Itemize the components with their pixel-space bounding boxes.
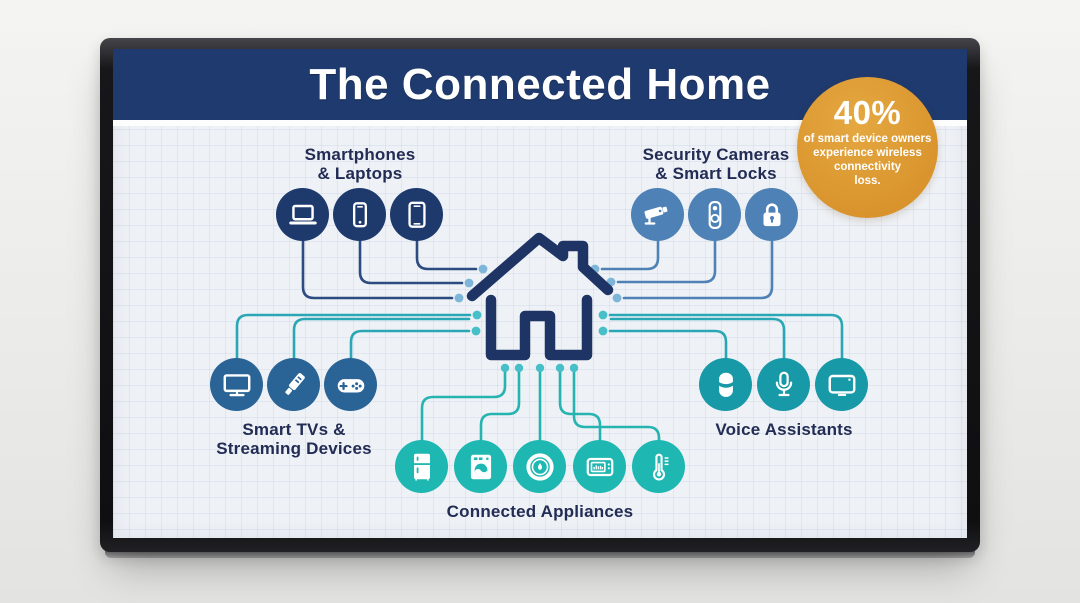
connection-line [600, 213, 660, 271]
stat-badge: 40% of smart device owners experience wi… [797, 77, 938, 218]
security-camera-icon [644, 206, 667, 225]
house-icon [466, 232, 614, 361]
label-line: & Laptops [317, 164, 403, 183]
header-band: The Connected Home [113, 49, 967, 126]
connection-dot [471, 326, 481, 336]
device-smart-speaker [699, 358, 752, 411]
connection-dot [472, 310, 482, 320]
video-doorbell-icon [708, 200, 721, 229]
connection-dot [555, 363, 565, 373]
smartphone-icon [352, 201, 367, 227]
smart-lock-icon [763, 202, 780, 226]
device-smart-thermometer [632, 440, 685, 493]
security-lines [600, 213, 774, 300]
connection-line [349, 329, 471, 387]
smartphone-lines [301, 213, 478, 300]
device-thermostat [513, 440, 566, 493]
device-tablet [390, 188, 443, 241]
connection-line [235, 313, 472, 387]
teal-connection-dots [471, 310, 608, 373]
device-video-doorbell [688, 188, 741, 241]
connection-line [622, 213, 774, 300]
connection-dot [569, 363, 579, 373]
device-game-controller [324, 358, 377, 411]
stat-text-line: of smart device owners [803, 133, 932, 145]
connection-dot [514, 363, 524, 373]
label-line: Voice Assistants [715, 420, 853, 439]
group-label-security: Security Cameras & Smart Locks [606, 145, 826, 183]
device-security-camera [631, 188, 684, 241]
connection-line [616, 213, 717, 284]
stat-text-line: experience wireless [813, 147, 922, 159]
group-label-appliances: Connected Appliances [430, 502, 650, 521]
house-roof [466, 232, 614, 302]
connection-line [420, 366, 507, 456]
stat-value: 40% [833, 94, 902, 131]
connection-lines-layer [235, 213, 844, 456]
smart-thermometer-icon [652, 453, 669, 481]
device-smart-display [815, 358, 868, 411]
label-line: Security Cameras [642, 145, 790, 164]
connection-dot [454, 293, 464, 303]
connection-line [358, 213, 464, 285]
laptop-icon [288, 204, 317, 224]
smart-tv-lines [235, 313, 472, 387]
smart-speaker-icon [718, 372, 733, 397]
appliance-lines [420, 366, 661, 456]
label-line: & Smart Locks [655, 164, 777, 183]
connection-line [609, 317, 786, 387]
connection-dot [598, 310, 608, 320]
device-refrigerator [395, 440, 448, 493]
stat-text-line: loss. [854, 175, 881, 187]
label-line: Connected Appliances [446, 502, 634, 521]
stat-text-line: connectivity [833, 161, 902, 173]
tablet-icon [407, 201, 426, 228]
device-smartphone [333, 188, 386, 241]
page-title: The Connected Home [309, 59, 771, 109]
label-line: Smartphones [304, 145, 416, 164]
connection-line [479, 366, 521, 456]
device-washing-machine [454, 440, 507, 493]
label-line: Streaming Devices [216, 439, 372, 458]
voice-assistant-lines [608, 313, 844, 387]
infographic-screen: The Connected Home [113, 49, 967, 538]
microwave-icon [586, 457, 613, 476]
smart-tv-icon [223, 373, 250, 396]
connection-line [558, 366, 602, 456]
device-streaming-stick [267, 358, 320, 411]
label-line: Smart TVs & [242, 420, 346, 439]
device-microphone [757, 358, 810, 411]
connection-line [292, 317, 471, 387]
tv-frame: The Connected Home [100, 38, 980, 558]
connection-line [608, 329, 728, 387]
device-smart-lock [745, 188, 798, 241]
group-label-voice-assistants: Voice Assistants [674, 420, 894, 439]
connection-dot [535, 363, 545, 373]
connection-line [608, 313, 844, 387]
device-microwave [573, 440, 626, 493]
connection-dot [500, 363, 510, 373]
group-label-smart-tvs: Smart TVs & Streaming Devices [194, 420, 394, 458]
device-laptop [276, 188, 329, 241]
streaming-stick-icon [284, 372, 305, 395]
refrigerator-icon [413, 453, 430, 480]
connection-line [415, 213, 478, 271]
thermostat-icon [525, 452, 554, 481]
house-walls [485, 294, 593, 361]
connection-dot [478, 264, 488, 274]
microphone-icon [775, 371, 792, 396]
washing-machine-icon [470, 454, 491, 479]
connection-line [572, 366, 661, 456]
smart-display-icon [828, 374, 855, 396]
game-controller-icon [337, 378, 364, 392]
connection-dot [598, 326, 608, 336]
connection-dot [464, 278, 474, 288]
group-label-smartphones: Smartphones & Laptops [260, 145, 460, 183]
connection-dot [612, 293, 622, 303]
device-smart-tv [210, 358, 263, 411]
connection-line [301, 213, 454, 300]
